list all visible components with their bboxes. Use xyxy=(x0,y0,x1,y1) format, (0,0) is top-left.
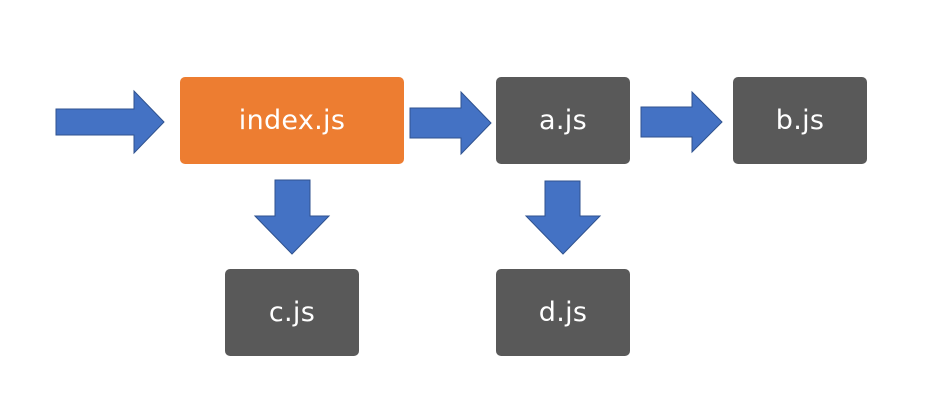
node-label: index.js xyxy=(238,105,346,136)
node-label: a.js xyxy=(539,105,587,136)
arrow-index-to-a xyxy=(409,90,492,156)
arrow-a-to-b xyxy=(640,90,723,154)
node-a-js: a.js xyxy=(496,77,630,164)
entry-arrow xyxy=(55,89,165,155)
node-d-js: d.js xyxy=(496,269,630,356)
node-c-js: c.js xyxy=(225,269,359,356)
arrow-a-to-d xyxy=(524,180,602,255)
arrow-index-to-c xyxy=(253,179,331,255)
node-label: d.js xyxy=(538,297,588,328)
node-label: c.js xyxy=(268,297,316,328)
node-index-js: index.js xyxy=(180,77,404,164)
node-label: b.js xyxy=(775,105,825,136)
node-b-js: b.js xyxy=(733,77,867,164)
